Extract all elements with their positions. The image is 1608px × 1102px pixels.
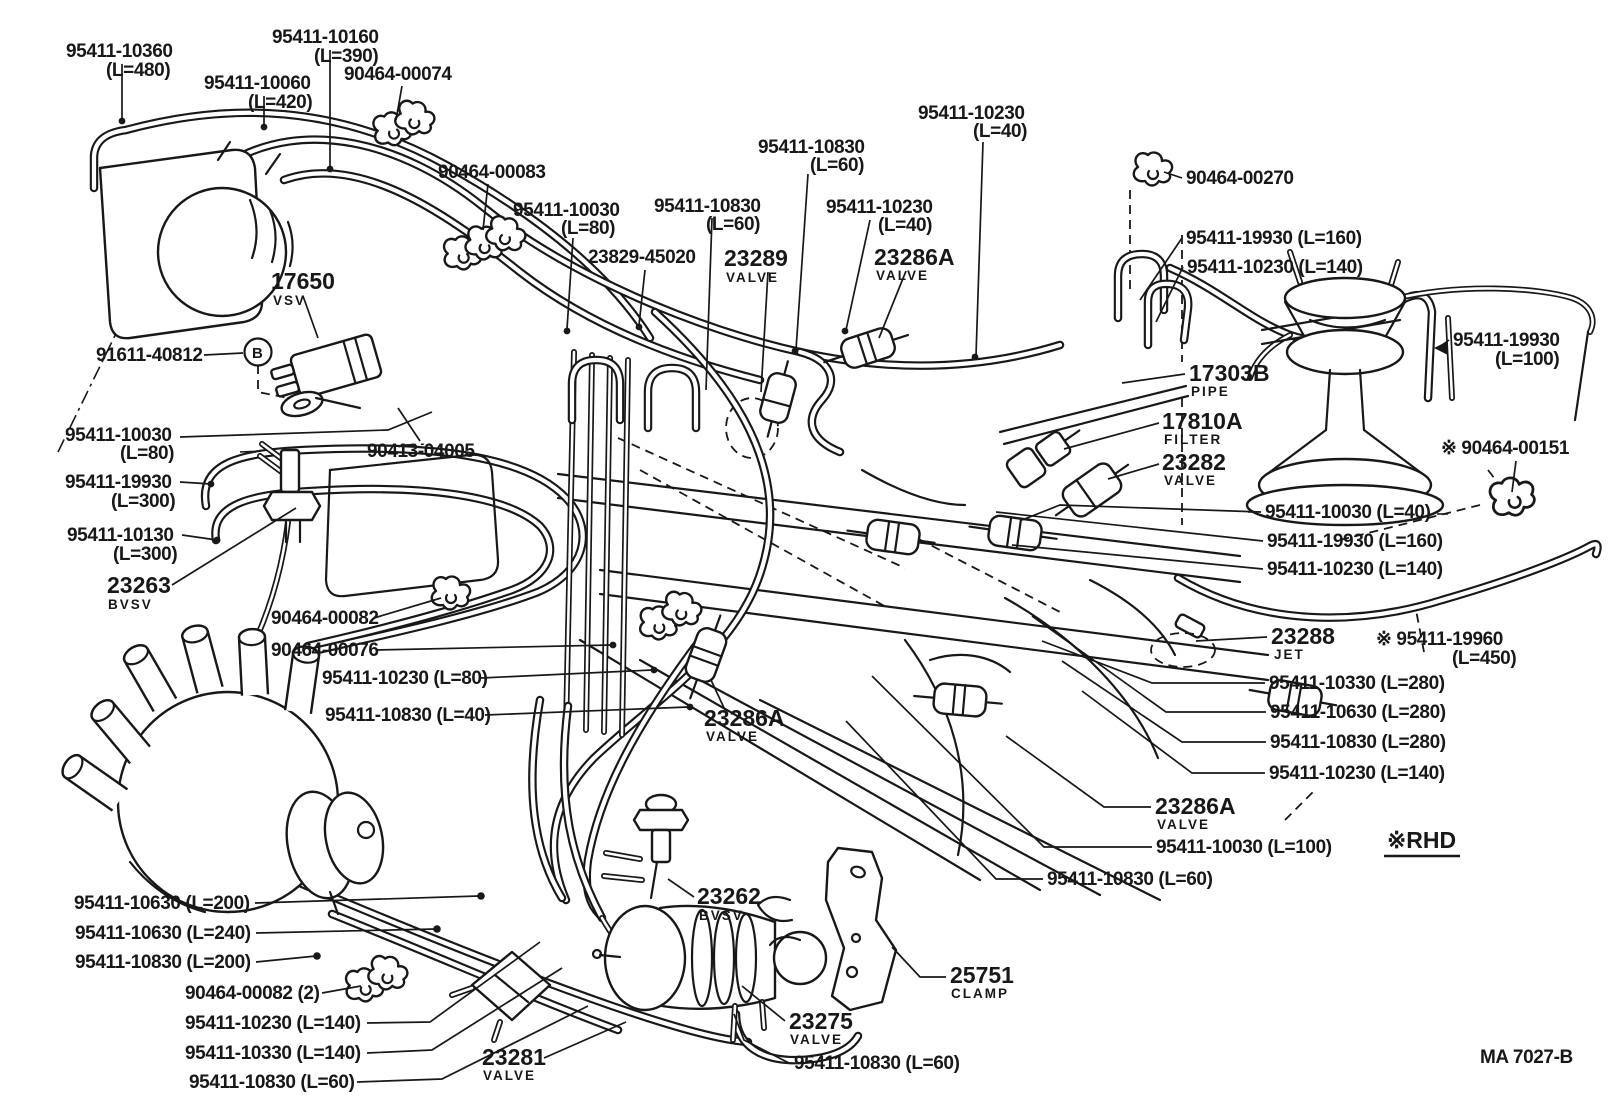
part-label-p10030-40: 95411-10030 (L=40)	[1265, 502, 1431, 523]
part-label-p00270: 90464-00270	[1186, 168, 1294, 189]
check-valve	[846, 518, 936, 556]
part-label-p00076: 90464-00076	[271, 640, 379, 661]
part-label-p10230-140d: 95411-10230 (L=140)	[185, 1013, 361, 1034]
check-valve	[968, 514, 1058, 552]
part-label-p23829-45020: 23829-45020	[588, 247, 696, 268]
filter-17810A	[1005, 429, 1081, 489]
part-label-p10830-60e: 95411-10830 (L=60)	[189, 1072, 355, 1093]
part-label-p10330-280: 95411-10330 (L=280)	[1269, 673, 1445, 694]
part-label-p10230-140b: 95411-10230 (L=140)	[1267, 559, 1443, 580]
manifold-rails	[556, 472, 1270, 682]
part-label-p19930-300: 95411-19930(L=300)	[65, 472, 175, 512]
part-label-p10830-60c: 95411-10830 (L=60)	[794, 1053, 960, 1074]
part-label-p10230-40a: 95411-10230(L=40)	[826, 197, 933, 236]
part-label-p10830-200: 95411-10830 (L=200)	[75, 952, 251, 973]
part-label-p10030-100: 95411-10030 (L=100)	[1156, 837, 1332, 858]
part-label-p10830-60b: 95411-10830(L=60)	[654, 196, 761, 235]
part-label-p10030-80a: 95411-10030(L=80)	[513, 200, 620, 239]
part-label-p10060: 95411-10060(L=420)	[204, 73, 312, 113]
part-label-p10230-140a: 95411-10230 (L=140)	[1187, 257, 1363, 278]
part-label-p10230-140c: 95411-10230 (L=140)	[1269, 763, 1445, 784]
part-label-p10230-80: 95411-10230 (L=80)	[322, 668, 488, 689]
check-valves	[684, 327, 1338, 718]
part-label-p00083: 90464-00083	[438, 162, 546, 183]
part-label-p10830-60d: 95411-10830 (L=60)	[1047, 869, 1213, 890]
check-valve	[1248, 679, 1338, 717]
part-label-p10830-60a: 95411-10830(L=60)	[758, 137, 865, 176]
part-label-p90413-04005: 90413-04005	[367, 441, 475, 462]
valve-23289	[759, 360, 797, 438]
part-label-p19930-100: 95411-19930(L=100)	[1453, 330, 1560, 370]
part-label-p00074: 90464-00074	[344, 64, 452, 85]
b-symbol-circle	[243, 337, 273, 367]
check-valve	[823, 327, 910, 369]
part-labels: 95411-10360(L=480) 95411-10160(L=390) 9541…	[65, 27, 1573, 1093]
check-valve	[684, 614, 728, 700]
part-label-p19930-160a: 95411-19930 (L=160)	[1186, 228, 1362, 249]
part-label-p10630-280: 95411-10630 (L=280)	[1270, 702, 1446, 723]
part-label-p00151: ※ 90464-00151	[1441, 438, 1570, 459]
vsv-17650	[270, 333, 383, 418]
part-label-p10030-80b: 95411-10030(L=80)	[65, 425, 174, 464]
part-label-p10630-240: 95411-10630 (L=240)	[75, 923, 251, 944]
part-label-p10830-280: 95411-10830 (L=280)	[1270, 732, 1446, 753]
bvsv-23262	[632, 793, 690, 900]
part-label-p10160: 95411-10160(L=390)	[272, 27, 379, 67]
distributor	[61, 624, 385, 916]
part-label-pMA: MA 7027-B	[1480, 1047, 1573, 1068]
valve-23275	[591, 904, 828, 1043]
air-valve-stack	[1245, 276, 1445, 527]
leader-lines	[121, 50, 1517, 1083]
part-label-p10360: 95411-10360(L=480)	[66, 41, 173, 81]
part-label-p00082-2: 90464-00082 (2)	[185, 983, 320, 1004]
vacuum-hoses	[89, 108, 1602, 1065]
pipe-17303B	[998, 304, 1590, 446]
charcoal-canister	[98, 140, 294, 340]
part-label-p19960: ※ 95411-19960(L=450)	[1376, 629, 1516, 669]
clamp-bracket-25751	[756, 846, 898, 1012]
part-label-p19930-160b: 95411-19930 (L=160)	[1267, 531, 1443, 552]
engine-outline	[578, 468, 1177, 902]
part-label-pB: B	[252, 345, 263, 362]
part-label-p10130-300: 95411-10130(L=300)	[67, 525, 177, 565]
part-label-p10830-40: 95411-10830 (L=40)	[325, 705, 491, 726]
check-valve	[913, 682, 1003, 718]
part-label-p91611-40812: 91611-40812	[96, 345, 203, 366]
clip-icons	[344, 99, 1536, 1003]
part-label-pRHD: ※RHD	[1387, 827, 1456, 853]
arrowhead	[1434, 341, 1448, 355]
part-label-p10630-200: 95411-10630 (L=200)	[74, 893, 250, 914]
part-label-p00082a: 90464-00082	[271, 608, 379, 629]
part-label-p10330-140: 95411-10330 (L=140)	[185, 1043, 361, 1064]
valve-23282	[1054, 462, 1130, 518]
jet-23288	[1150, 613, 1216, 668]
bvsv-23263	[257, 441, 500, 598]
part-label-p10230-40b: 95411-10230(L=40)	[918, 103, 1027, 142]
attachment-dots	[118, 117, 1448, 960]
